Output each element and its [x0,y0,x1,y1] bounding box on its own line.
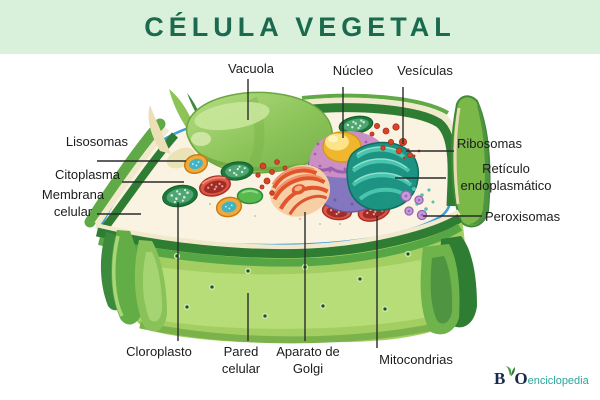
label-lisosomas: Lisosomas [65,134,128,149]
title-banner: CÉLULA VEGETAL [0,0,600,54]
watermark-logo: B O enciclopedia [494,366,589,389]
mitochondrion-shape [199,175,231,197]
label-cloroplasto: Cloroplasto [126,344,192,359]
label-peroxisomas: Peroxisomas [485,209,561,224]
peroxisome-shapes [400,190,428,221]
diagram-area: Vacuola Lisosomas Citoplasma Membrana ce… [0,54,600,400]
logo-wordmark: enciclopedia [527,375,589,387]
chloroplast-shape [162,184,198,208]
logo-letter-o: O [514,369,528,388]
label-mitocondrias: Mitocondrias [379,352,453,367]
cell-wall-front [95,209,477,344]
golgi-apparatus-shape [270,164,331,217]
lysosome-shape [215,196,243,218]
label-pared-celular: Pared celular [221,344,261,376]
label-aparato-de-golgi: Aparato de Golgi [276,344,340,376]
label-vesiculas: Vesículas [397,63,453,78]
logo-letter-b: B [494,369,506,388]
label-membrana-celular: Membrana celular [41,187,105,219]
cell-wall-right-flap [451,95,491,228]
label-reticulo-endoplasmatico: Retículo endoplasmático [460,161,552,193]
leader-lines [97,79,482,348]
wall-pore-dots [173,250,412,320]
lysosome-shape [183,153,209,175]
plant-cell-illustration [84,79,491,348]
cytoplasm-speck-dots [412,187,435,211]
chloroplast-shape [220,161,254,181]
endoplasmic-reticulum-shape [346,141,420,211]
vacuole-shape [166,91,333,174]
label-ribosomas: Ribosomas [457,136,523,151]
page-title: CÉLULA VEGETAL [144,11,456,42]
leaf-icon [504,364,516,382]
label-citoplasma: Citoplasma [54,167,120,182]
cream-specks [208,202,342,226]
vesicle-dots [255,123,413,196]
organelle-green-oval [236,187,264,205]
label-nucleo: Núcleo [332,63,374,78]
chloroplast-shape [338,115,374,135]
label-vacuola: Vacuola [227,61,274,76]
